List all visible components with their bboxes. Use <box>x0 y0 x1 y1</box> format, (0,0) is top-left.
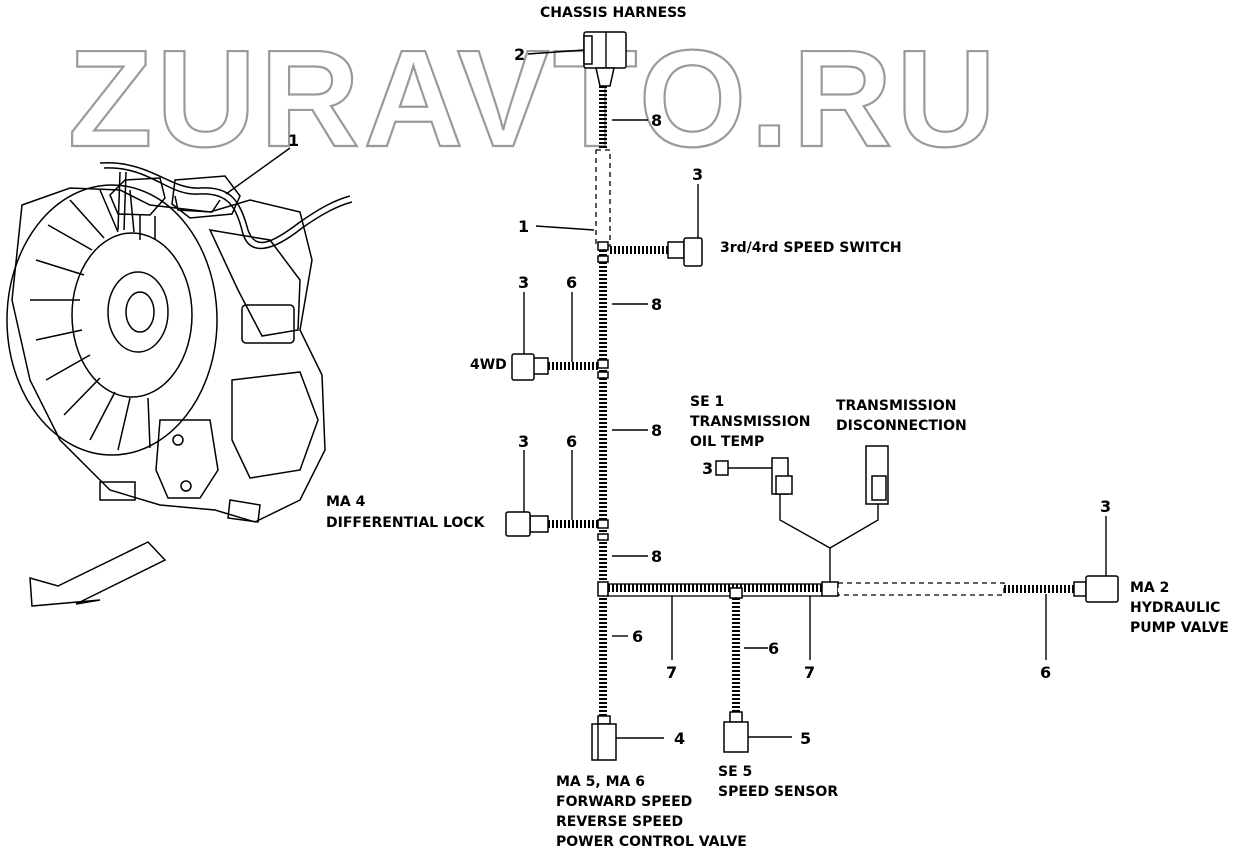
callout-1-transmission: 1 <box>288 131 299 150</box>
callout-2: 2 <box>514 45 525 64</box>
label-ma4-line1: MA 4 <box>326 494 366 510</box>
callout-3-switch: 3 <box>692 165 703 184</box>
callout-8-d: 8 <box>651 547 662 566</box>
label-ma56-line2: FORWARD SPEED <box>556 794 692 810</box>
callout-6-4wd: 6 <box>566 273 577 292</box>
ma56-branch <box>591 635 664 761</box>
lower-horizontal-branch <box>607 516 1119 660</box>
se1-disconnection-branch <box>715 445 889 582</box>
watermark: ZURAVTO.RU <box>68 22 1000 176</box>
callout-3-ma2: 3 <box>1100 497 1111 516</box>
label-ma2-line2: HYDRAULIC <box>1130 600 1220 616</box>
label-ma2-line3: PUMP VALVE <box>1130 620 1229 636</box>
callout-6-right: 6 <box>1040 663 1051 682</box>
speed-switch-branch <box>610 184 703 267</box>
label-disc-line1: TRANSMISSION <box>836 398 956 414</box>
callout-8-b: 8 <box>651 295 662 314</box>
callout-3-se1: 3 <box>702 459 713 478</box>
callout-6-ma4: 6 <box>566 432 577 451</box>
callout-7-left: 7 <box>666 663 677 682</box>
callout-7-right: 7 <box>804 663 815 682</box>
callout-1-harness: 1 <box>518 217 529 236</box>
se5-branch <box>723 587 792 753</box>
callout-8-c: 8 <box>651 421 662 440</box>
label-ma56-line3: REVERSE SPEED <box>556 814 683 830</box>
chassis-harness-connector <box>583 31 627 87</box>
callout-4: 4 <box>674 729 685 748</box>
label-se1-line1: SE 1 <box>690 394 724 410</box>
callout-3-ma4: 3 <box>518 432 529 451</box>
fourwd-branch <box>511 292 598 381</box>
label-se1-line2: TRANSMISSION <box>690 414 810 430</box>
callout-8-a: 8 <box>651 111 662 130</box>
label-ma4-line2: DIFFERENTIAL LOCK <box>326 515 486 531</box>
main-harness <box>595 86 611 720</box>
label-se1-line3: OIL TEMP <box>690 434 764 450</box>
label-4wd: 4WD <box>470 357 507 373</box>
label-disc-line2: DISCONNECTION <box>836 418 967 434</box>
label-se5-line2: SPEED SENSOR <box>718 784 838 800</box>
label-speed-switch: 3rd/4rd SPEED SWITCH <box>720 240 902 256</box>
label-ma56-line4: POWER CONTROL VALVE <box>556 834 747 850</box>
label-se5-line1: SE 5 <box>718 764 752 780</box>
callout-6-se5: 6 <box>768 639 779 658</box>
transmission-illustration <box>6 162 353 523</box>
label-ma2-line1: MA 2 <box>1130 580 1169 596</box>
direction-arrow <box>29 541 167 607</box>
ma4-branch <box>505 450 598 537</box>
callout-6-vert: 6 <box>632 627 643 646</box>
label-chassis-harness: CHASSIS HARNESS <box>540 5 687 21</box>
callout-5: 5 <box>800 729 811 748</box>
label-ma56-line1: MA 5, MA 6 <box>556 774 645 790</box>
callout-3-4wd: 3 <box>518 273 529 292</box>
